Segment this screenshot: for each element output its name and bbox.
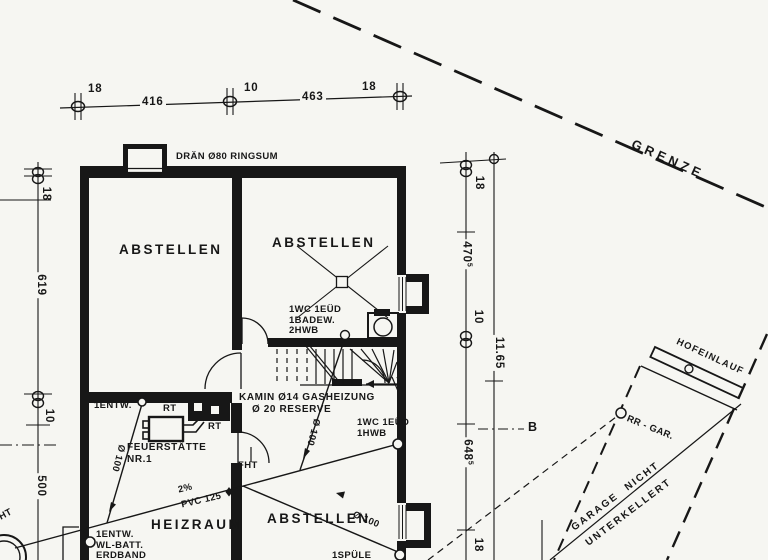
garage-outline-left (553, 365, 641, 560)
side-boundary-line (665, 333, 768, 560)
dim-top-18b: 18 (362, 81, 377, 93)
entw-boiler-label: 1ENTW. (94, 400, 132, 411)
dim-left-10: 10 (42, 408, 55, 424)
fht-label: FHT (238, 460, 258, 471)
kamin-note-line1: KAMIN Ø14 GASHEIZUNG (239, 392, 375, 403)
dim-left (0, 162, 57, 560)
rt-label-right: RT (208, 421, 222, 432)
dim-right-1165: 11.65 (492, 334, 505, 372)
dim-right-18b: 18 (471, 537, 484, 553)
dim-right (439, 152, 543, 560)
chimney-bump (123, 144, 167, 178)
room-label-abstellen-2: ABSTELLEN (272, 235, 376, 250)
kamin-note-line2: Ø 20 RESERVE (252, 404, 332, 415)
spuele-label: 1SPÜLE (332, 550, 372, 560)
dim-right-10: 10 (471, 309, 484, 325)
rt-label-left: RT (163, 403, 177, 414)
dim-top-463: 463 (300, 91, 326, 104)
yard-drain-line (549, 403, 742, 560)
drain-note: DRÄN Ø80 RINGSUM (176, 151, 278, 162)
chimney-block (188, 397, 230, 421)
ceiling-opening-cross (296, 245, 389, 319)
window-glazing (398, 277, 407, 539)
dim-top-18a: 18 (88, 83, 103, 95)
building-walls (80, 166, 431, 560)
manhole-shaft (0, 534, 27, 560)
wc-fixture (339, 309, 399, 341)
rr-gar-point (615, 407, 627, 419)
wc-group-lower: 1WC 1EÜD 1HWB (357, 417, 410, 439)
dim-right-648: 6485 (460, 437, 474, 467)
room-label-abstellen-1: ABSTELLEN (119, 242, 223, 257)
dim-left-619: 619 (34, 272, 47, 298)
site-lines (292, 0, 768, 560)
dim-right-470: 4705 (459, 239, 473, 269)
dim-top-10: 10 (244, 82, 259, 94)
room-label-heizraum: HEIZRAUM (151, 517, 243, 532)
room-label-abstellen-3: ABSTELLEN (267, 511, 371, 526)
dim-top (59, 83, 413, 120)
dim-left-500: 500 (34, 473, 47, 499)
garage-outline-top (640, 365, 738, 411)
section-b-label: B (528, 420, 538, 434)
rr-connection-dashed (427, 416, 617, 560)
drain-pipes (14, 340, 406, 560)
dim-top-416: 416 (140, 96, 166, 109)
wc-group-upper: 1WC 1EÜD 1BADEW. 2HWB (289, 304, 342, 336)
door-swings (204, 317, 270, 464)
feuerstaette-line2: NR.1 (127, 454, 153, 465)
hofeinlauf-channel (649, 345, 745, 400)
dim-right-18a: 18 (472, 175, 485, 191)
feuerstaette-line1: FEUERSTÄTTE (127, 442, 207, 453)
entw-wall-group: 1ENTW. WL-BATT. ERDBAND (96, 529, 147, 560)
dim-left-18: 18 (39, 186, 52, 202)
